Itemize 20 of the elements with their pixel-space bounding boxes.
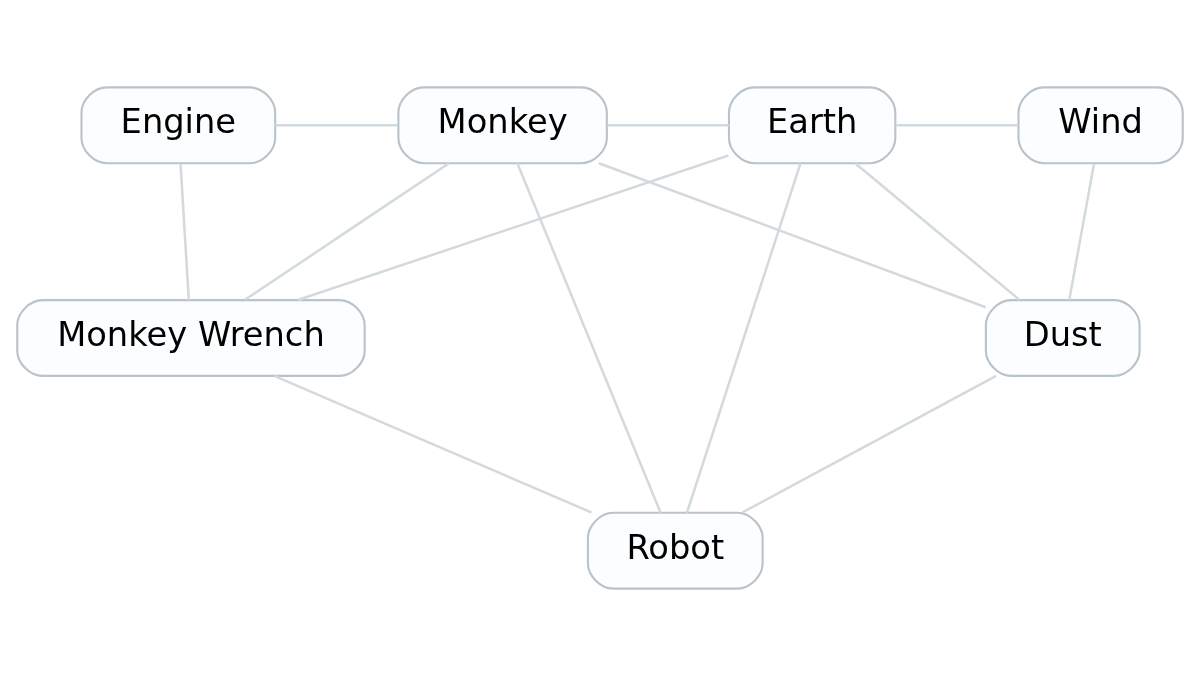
connector bbox=[275, 123, 398, 127]
node-box: Monkey bbox=[397, 85, 608, 164]
node-box: Engine bbox=[80, 85, 277, 164]
node-box: Earth bbox=[727, 85, 897, 164]
node-box: Monkey Wrench bbox=[16, 298, 366, 377]
connector bbox=[854, 161, 1021, 301]
node-box: Dust bbox=[984, 298, 1141, 377]
connector bbox=[685, 162, 802, 513]
connector bbox=[179, 163, 191, 300]
connector bbox=[607, 123, 729, 127]
node-box: Wind bbox=[1017, 85, 1184, 164]
connector bbox=[598, 161, 987, 308]
connector bbox=[244, 161, 450, 301]
connector bbox=[297, 153, 729, 301]
connector bbox=[741, 374, 997, 514]
connector bbox=[516, 162, 662, 513]
connector bbox=[895, 123, 1019, 127]
node-box: Robot bbox=[586, 511, 764, 590]
connector bbox=[273, 374, 592, 514]
connector bbox=[1068, 163, 1096, 300]
